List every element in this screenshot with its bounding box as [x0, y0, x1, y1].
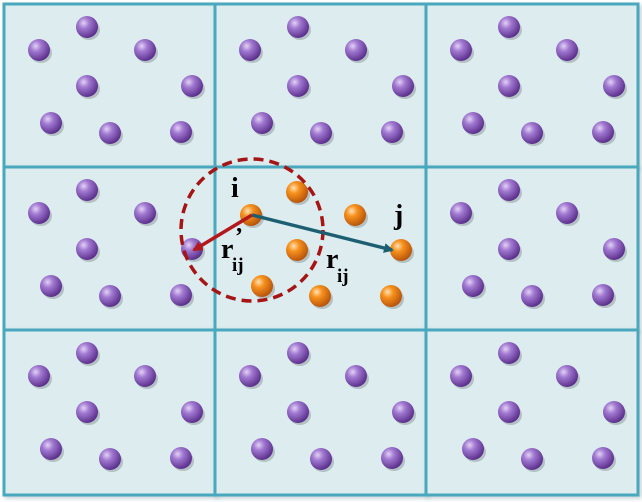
particle-image [170, 447, 194, 471]
particle-image [498, 16, 522, 40]
particle-image [40, 275, 64, 299]
label-j: j [393, 200, 403, 231]
particle-central [390, 239, 414, 263]
particle-central [286, 239, 310, 263]
label-layer: i j r ’ ij r ij [221, 173, 403, 287]
particle-central [344, 204, 368, 228]
vector-overlay [179, 157, 394, 303]
particle-image [134, 39, 158, 63]
particle-central [309, 285, 333, 309]
particle-image [239, 39, 263, 63]
particle-central [380, 285, 404, 309]
particle-image [381, 447, 405, 471]
cutoff-circle [179, 157, 325, 303]
particle-image [345, 39, 369, 63]
particle-image [181, 401, 205, 425]
particle-image [392, 401, 416, 425]
particle-image [239, 365, 263, 389]
particle-image [251, 438, 275, 462]
particle-image [181, 75, 205, 99]
label-r-prime-base: r [221, 234, 233, 265]
particle-image [345, 365, 369, 389]
particle-image [76, 401, 100, 425]
arrow-r-ij-prime [192, 213, 253, 252]
particle-central [286, 181, 310, 205]
label-r-subscript: ij [337, 266, 349, 287]
label-r-prime-mark: ’ [235, 224, 243, 250]
particle-image [521, 448, 545, 472]
particle-image [170, 284, 194, 308]
particle-image [498, 342, 522, 366]
particle-image [603, 75, 627, 99]
particle-image [251, 112, 275, 136]
particle-image [40, 112, 64, 136]
particle-image [603, 401, 627, 425]
particle-image [498, 401, 522, 425]
particle-image [99, 285, 123, 309]
label-r-base: r [326, 244, 338, 275]
particle-image [28, 39, 52, 63]
particle-image [498, 75, 522, 99]
particle-central [251, 275, 275, 299]
particle-image [76, 75, 100, 99]
particle-image [462, 112, 486, 136]
particle-image [462, 438, 486, 462]
particle-image [556, 39, 580, 63]
particle-image [592, 284, 616, 308]
particle-image [462, 275, 486, 299]
particle-image [76, 179, 100, 203]
label-r-ij-prime: r [221, 234, 233, 265]
particle-image [310, 122, 334, 146]
particle-image [287, 401, 311, 425]
particle-image [521, 122, 545, 146]
particle-image [498, 179, 522, 203]
particle-image [134, 365, 158, 389]
particle-image [134, 202, 158, 226]
particle-image [603, 238, 627, 262]
particle-image [498, 238, 522, 262]
particle-layer [28, 16, 627, 472]
particle-image [76, 238, 100, 262]
particle-image [521, 285, 545, 309]
particle-image [287, 16, 311, 40]
particle-image [76, 16, 100, 40]
particle-image [287, 75, 311, 99]
particle-image [592, 121, 616, 145]
particle-image [28, 202, 52, 226]
particle-image [40, 438, 64, 462]
particle-image [392, 75, 416, 99]
particle-image [450, 202, 474, 226]
arrow-r-ij [251, 213, 394, 253]
particle-image [287, 342, 311, 366]
particle-image [310, 448, 334, 472]
particle-image [28, 365, 52, 389]
particle-image [450, 39, 474, 63]
particle-image [76, 342, 100, 366]
label-r-prime-subscript: ij [232, 255, 244, 276]
particle-image [450, 365, 474, 389]
label-i: i [231, 173, 239, 204]
particle-image [592, 447, 616, 471]
particle-image [99, 122, 123, 146]
particle-image [381, 121, 405, 145]
label-r-ij: r [326, 244, 338, 275]
particle-image [556, 365, 580, 389]
particle-image [99, 448, 123, 472]
particle-image [170, 121, 194, 145]
particle-image [556, 202, 580, 226]
